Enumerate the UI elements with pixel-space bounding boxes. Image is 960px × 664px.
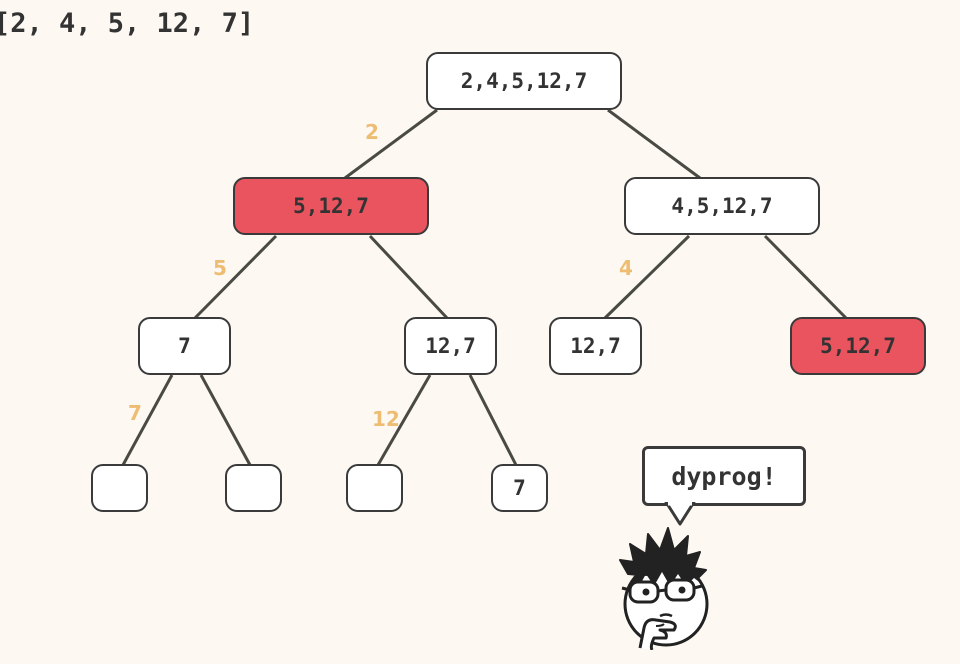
tree-node-empty	[346, 464, 403, 512]
tree-edge	[199, 374, 252, 466]
edge-label: 12	[372, 407, 400, 431]
tree-node: 4,5,12,7	[624, 177, 820, 235]
tree-edge	[468, 374, 518, 466]
tree-node-root: 2,4,5,12,7	[426, 52, 622, 110]
edge-label: 5	[213, 256, 227, 280]
tree-node: 7	[138, 317, 231, 375]
tree-node: 12,7	[549, 317, 642, 375]
edge-label: 7	[128, 401, 142, 425]
speech-bubble-tail	[664, 502, 696, 526]
edge-label: 4	[619, 256, 633, 280]
tree-edge	[193, 234, 278, 320]
tree-edge	[121, 374, 174, 466]
tree-node-empty	[225, 464, 282, 512]
thinking-character-icon	[619, 527, 709, 650]
tree-edge	[603, 234, 691, 320]
tree-edge	[376, 374, 432, 466]
tree-node-empty	[91, 464, 148, 512]
edge-label: 2	[365, 120, 379, 144]
tree-edge	[368, 234, 449, 320]
tree-edge	[763, 234, 848, 320]
speech-bubble: dyprog!	[642, 446, 806, 506]
tree-node-memo-hit: 5,12,7	[233, 177, 429, 235]
tree-edge	[607, 108, 701, 180]
input-array-label: [2, 4, 5, 12, 7]	[0, 8, 255, 39]
tree-edge	[344, 108, 438, 180]
tree-node-memo-hit: 5,12,7	[790, 317, 926, 375]
tree-node: 7	[491, 464, 548, 512]
tree-node: 12,7	[404, 317, 497, 375]
